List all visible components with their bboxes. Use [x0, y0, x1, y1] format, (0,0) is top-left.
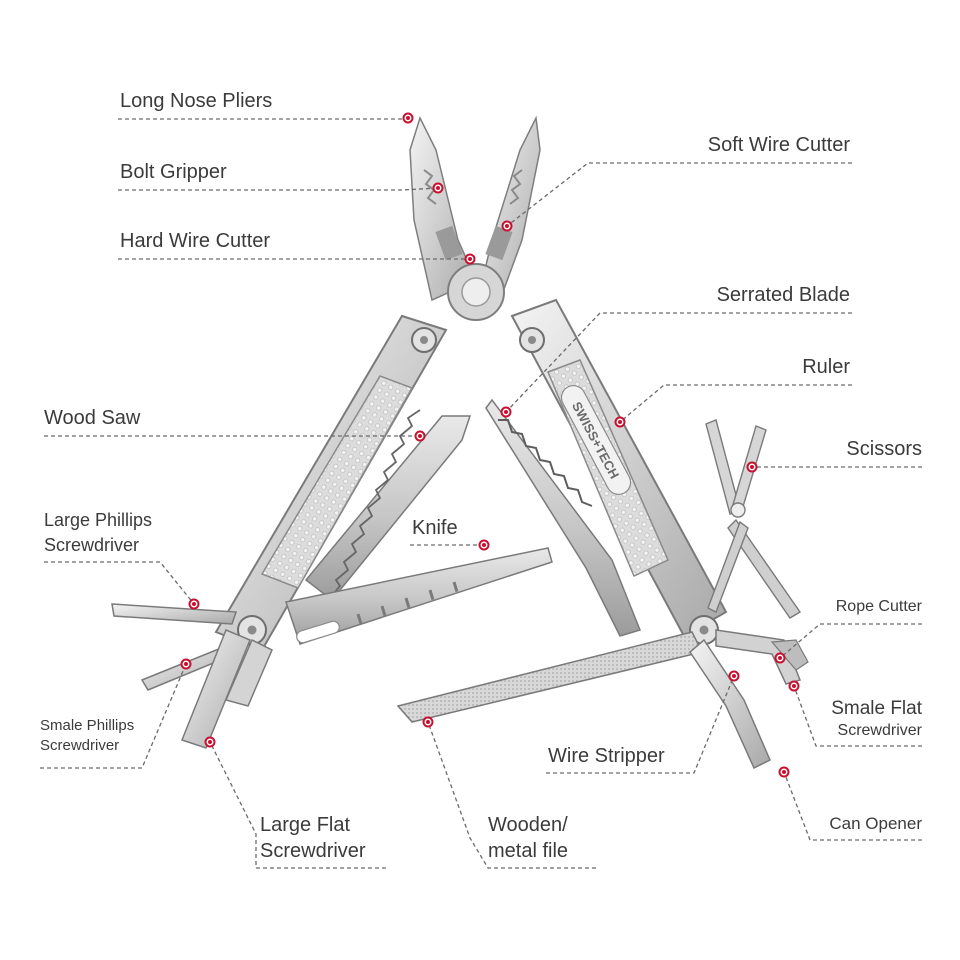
label-large-phillips-screwdriver: Large Phillips Screwdriver	[44, 508, 152, 558]
label-hard-wire-cutter: Hard Wire Cutter	[120, 230, 271, 252]
label-wire-stripper: Wire Stripper	[548, 745, 665, 767]
label-bolt-gripper: Bolt Gripper	[120, 161, 227, 183]
pliers-jaws	[409, 115, 541, 321]
label-smale-phillips-line2: Screwdriver	[40, 737, 120, 754]
label-file-line1: Wooden/	[488, 814, 568, 836]
label-ruler: Ruler	[802, 356, 850, 378]
label-file-line2: metal file	[488, 840, 569, 862]
label-wooden-metal-file: Wooden/ metal file	[488, 812, 568, 864]
label-smale-flat-line1: Smale Flat	[831, 698, 922, 719]
leader-ruler	[619, 384, 852, 423]
leader-serrated-blade	[505, 312, 852, 413]
label-smale-phillips-screwdriver: Smale Phillips Screwdriver	[40, 716, 134, 756]
file	[396, 631, 704, 723]
tool-body: SWISS+TECH	[111, 115, 809, 770]
label-smale-phillips-line1: Smale Phillips	[40, 717, 135, 734]
label-can-opener: Can Opener	[829, 814, 922, 833]
label-large-flat-line1: Large Flat	[260, 814, 351, 836]
label-serrated-blade: Serrated Blade	[716, 284, 850, 306]
callout-marker-dots	[184, 116, 796, 774]
label-scissors: Scissors	[846, 438, 922, 460]
label-large-phillips-line2: Screwdriver	[44, 535, 140, 555]
leader-bolt-gripper	[118, 187, 439, 191]
leader-lines	[40, 118, 922, 869]
knife	[285, 547, 553, 645]
label-smale-flat-screwdriver: Smale Flat Screwdriver	[831, 698, 922, 742]
leader-large-flat	[209, 741, 386, 869]
leader-file	[427, 721, 596, 869]
label-large-flat-screwdriver: Large Flat Screwdriver	[260, 812, 366, 864]
label-smale-flat-line2: Screwdriver	[837, 722, 922, 739]
leader-soft-wire-cutter	[506, 162, 852, 227]
label-knife: Knife	[412, 517, 458, 539]
left-screwdrivers	[111, 603, 273, 749]
leader-wire-stripper	[546, 675, 735, 774]
leader-smale-phillips	[40, 663, 187, 769]
left-handle	[214, 314, 448, 652]
leader-can-opener	[783, 771, 922, 841]
label-rope-cutter: Rope Cutter	[835, 598, 922, 615]
right-tools	[689, 629, 809, 770]
leader-large-phillips	[44, 561, 195, 605]
callout-markers	[180, 112, 800, 778]
right-handle: SWISS+TECH	[510, 298, 728, 645]
leader-smale-flat	[793, 685, 922, 747]
label-large-phillips-line1: Large Phillips	[44, 510, 153, 530]
label-long-nose-pliers: Long Nose Pliers	[120, 90, 273, 112]
scissors	[705, 419, 802, 619]
label-wood-saw: Wood Saw	[44, 407, 141, 429]
leader-rope-cutter	[779, 623, 922, 659]
label-large-flat-line2: Screwdriver	[260, 840, 366, 862]
label-soft-wire-cutter: Soft Wire Cutter	[707, 134, 850, 156]
serrated-blade	[485, 398, 642, 637]
